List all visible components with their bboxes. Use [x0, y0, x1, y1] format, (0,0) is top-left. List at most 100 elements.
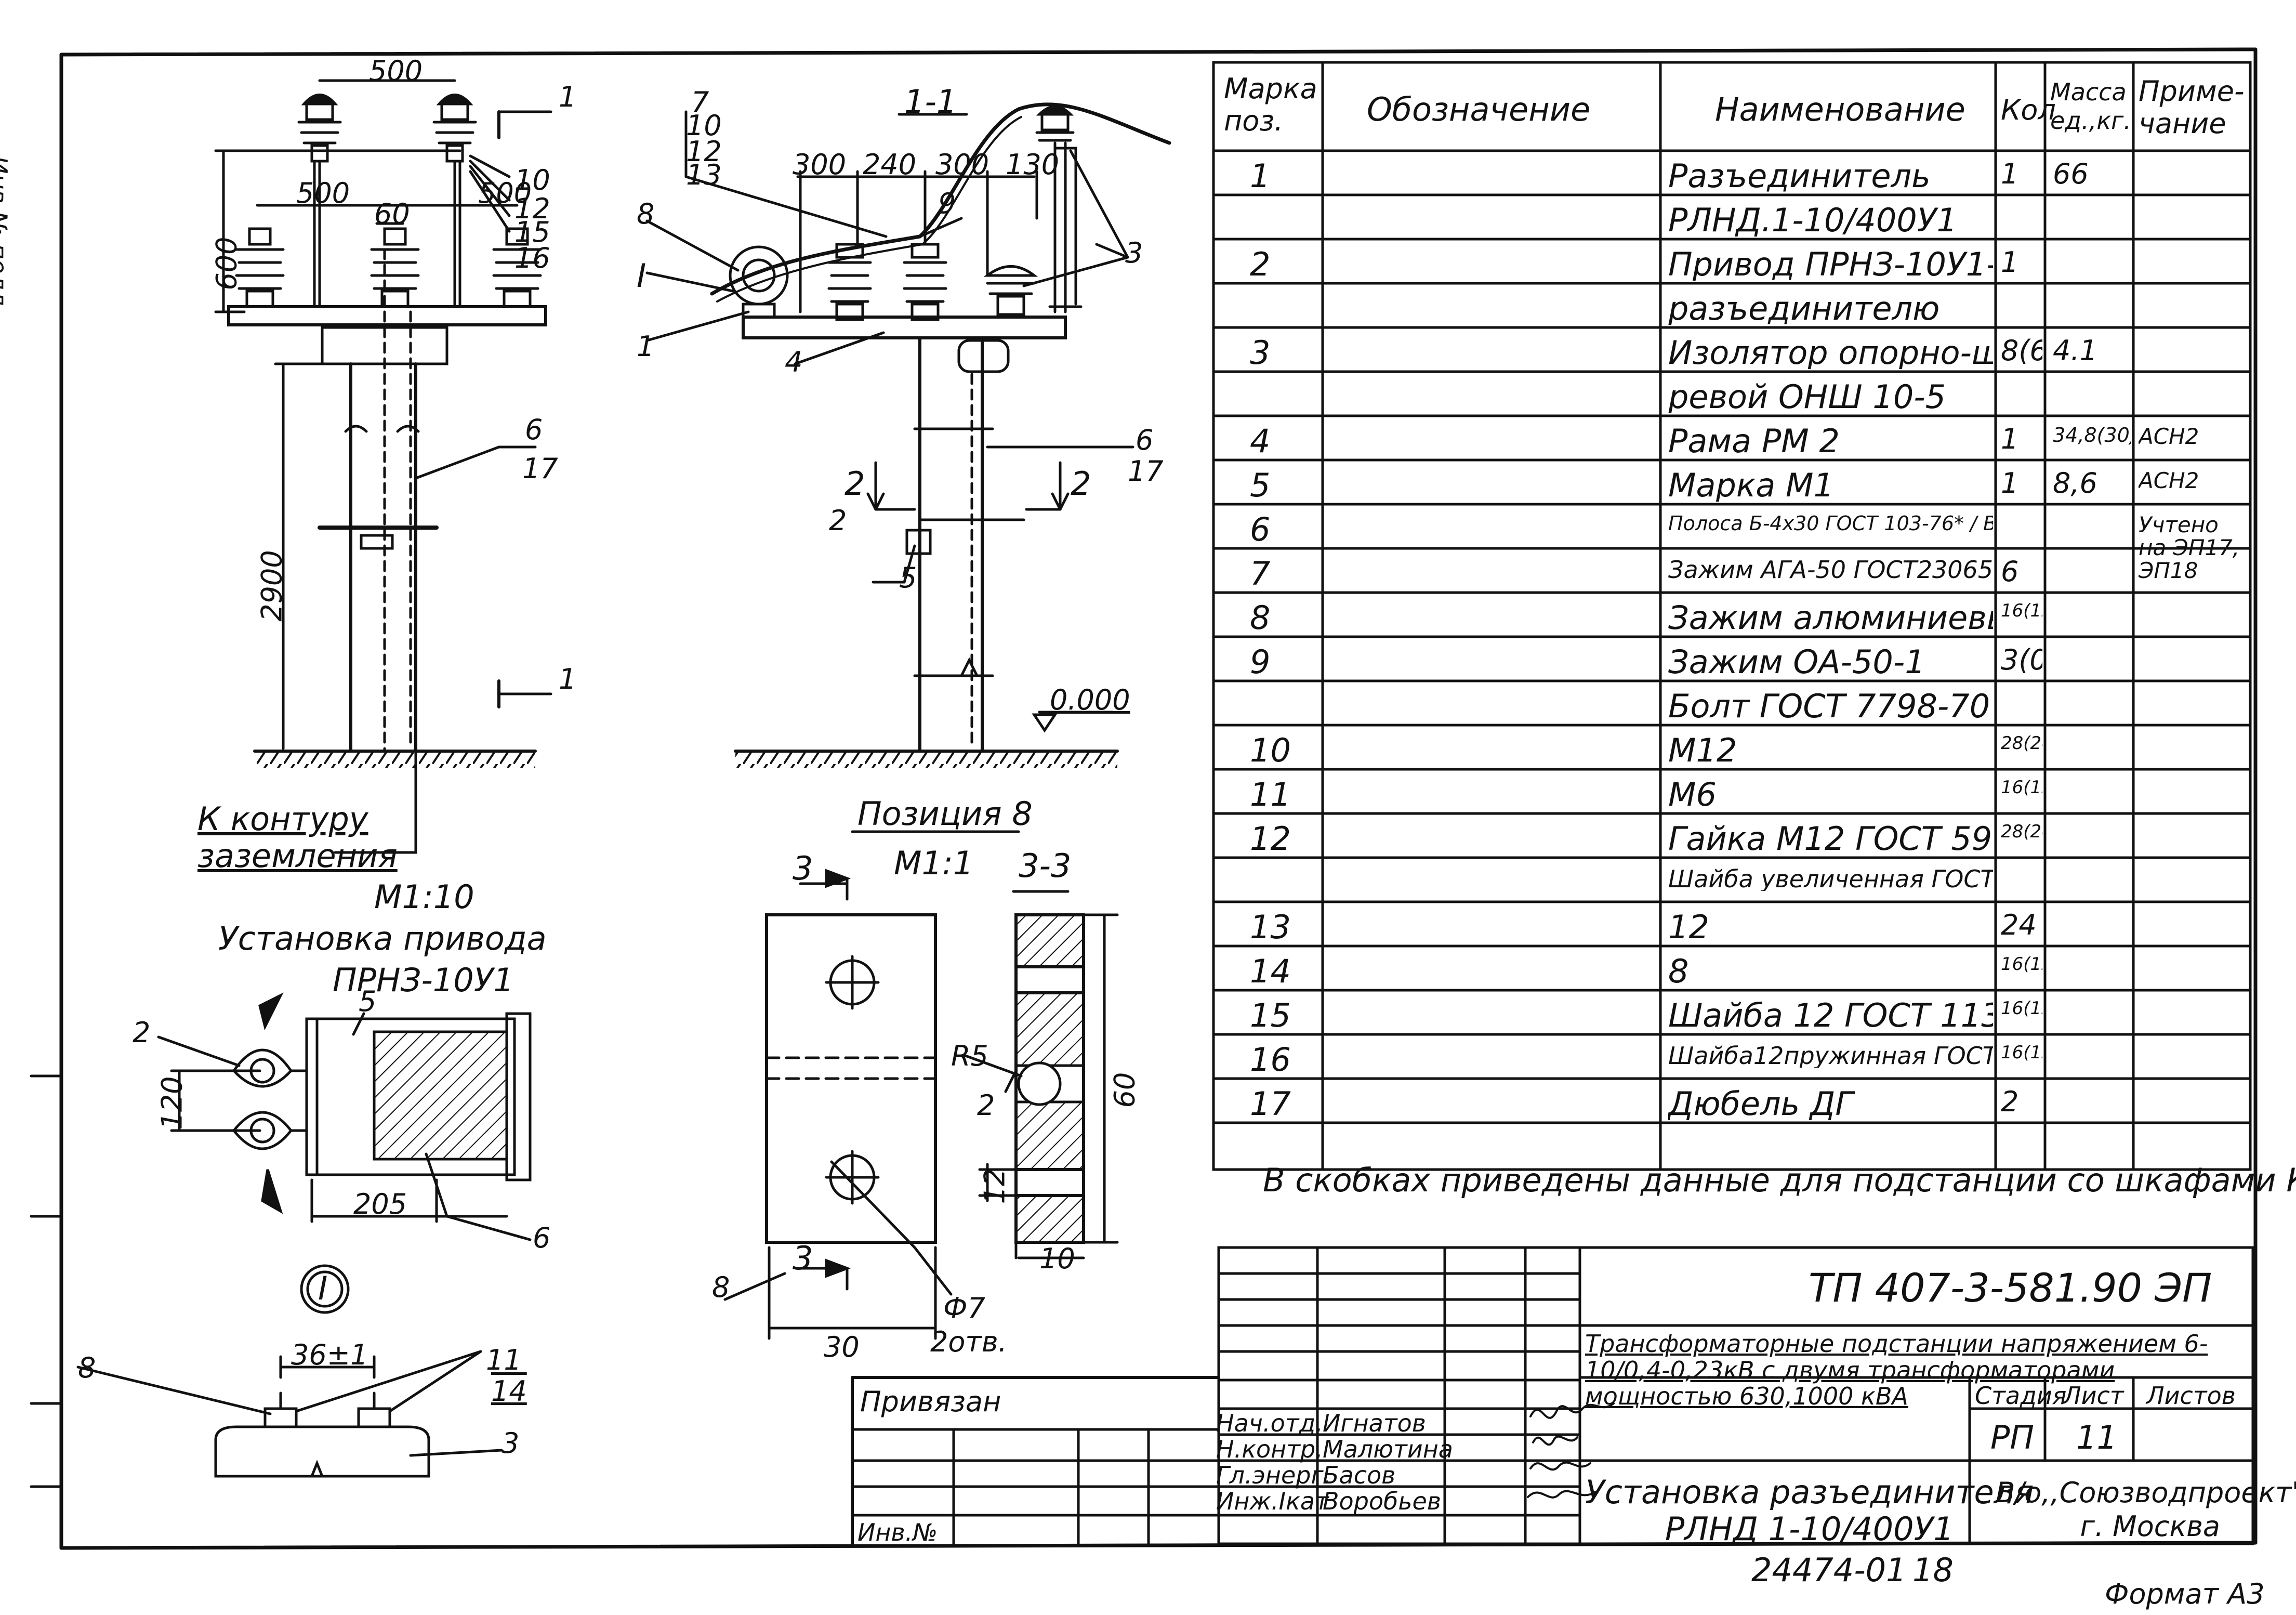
spec-header-mass: Масса ед.,кг. [2050, 78, 2131, 135]
callout-1c: 1 [637, 330, 655, 363]
sheet-value: 11 [2076, 1419, 2117, 1456]
footer-page: 18 [1912, 1551, 1954, 1589]
spec-cell-pos: 5 [1250, 469, 1271, 502]
callout-10b: 10 [686, 109, 722, 142]
spec-cell-pos: 8 [1250, 602, 1271, 634]
spec-cell-pos: 16 [1250, 1044, 1291, 1076]
spec-footnote: В скобках приведены данные для подстанци… [1263, 1161, 2296, 1199]
lower-insulator-middle [370, 227, 420, 308]
spec-cell-qty: 16(12) [2001, 602, 2042, 620]
spec-cell-name: ревой ОНШ 10-5 [1668, 381, 1946, 413]
spec-cell-name: РЛНД.1-10/400У1 [1668, 204, 1957, 237]
dim-2otv: 2отв. [930, 1325, 1007, 1358]
spec-cell-qty: 6 [2001, 558, 2019, 586]
pos8-title: Позиция 8 [857, 795, 1033, 833]
dim-500-top: 500 [369, 55, 423, 87]
callout-17: 17 [522, 452, 558, 485]
spec-cell-name: Шайба увеличенная ГОСТ6958-78* [1668, 867, 1993, 891]
spec-cell-name: Зажим ОА-50-1 [1668, 646, 1925, 678]
name-3: Басов [1323, 1461, 1396, 1489]
callout-12b: 12 [686, 135, 722, 168]
stage-header: Стадия [1975, 1382, 2067, 1410]
detail-I-label: I [318, 1269, 328, 1307]
title-block-grid [851, 1246, 2254, 1545]
spec-cell-qty: 24 [2001, 911, 2037, 939]
spec-cell-mass: 34,8(30) [2053, 425, 2131, 445]
role-4: Инж.Iкат [1216, 1487, 1329, 1515]
spec-cell-name: Гайка М12 ГОСТ 5915-70* [1668, 823, 1993, 855]
dim-500-right: 500 [478, 177, 532, 209]
callout-15: 15 [514, 216, 550, 248]
section-3-3-title: 3-3 [1019, 847, 1072, 885]
spec-cell-name: 12 [1668, 911, 1709, 943]
spec-header-qty: Кол [2001, 94, 2056, 126]
callout-I: I [637, 257, 646, 295]
spec-header-note: Приме- чание [2139, 75, 2245, 140]
callout-4: 4 [785, 346, 803, 378]
dim-phi7: Ф7 [943, 1292, 985, 1324]
dim-600: 600 [210, 237, 243, 291]
spec-cell-name: Разъединитель [1668, 160, 1931, 192]
role-1: Нач.отд. [1216, 1409, 1323, 1437]
callout-12: 12 [514, 192, 550, 225]
role-3: Гл.энерг. [1216, 1461, 1331, 1489]
callout-6b: 6 [1136, 424, 1154, 456]
spec-cell-name: 8 [1668, 955, 1689, 988]
sheet-frame [30, 47, 2258, 1550]
lower-insulator-right [492, 227, 542, 308]
callout-1a: 1 [559, 81, 577, 113]
spec-cell-name: М12 [1668, 734, 1737, 767]
footer-number: 24474-01 [1751, 1551, 1907, 1589]
dim-2: 2 [977, 1089, 995, 1122]
spec-cell-qty: 1 [2001, 425, 2019, 453]
scale-1-10: М1:10 [374, 878, 474, 916]
callout-13: 13 [686, 159, 722, 191]
section-3-3 [962, 890, 1119, 1259]
sheets-header: Листов [2146, 1382, 2236, 1410]
spec-cell-name: Рама РМ 2 [1668, 425, 1840, 457]
section-mark-3-top: 3 [793, 849, 813, 887]
drive-model: ПРНЗ-10У1 [333, 961, 514, 999]
callout-6: 6 [525, 413, 543, 446]
spec-cell-qty: 3(0) [2001, 646, 2042, 674]
detail-I-marker [300, 1264, 350, 1314]
side-insulator-a [827, 243, 872, 321]
upper-insulator-left [297, 94, 342, 163]
spec-cell-pos: 3 [1250, 337, 1271, 369]
scale-1-1: М1:1 [894, 844, 974, 882]
spec-cell-qty: 1 [2001, 160, 2019, 188]
spec-cell-pos: 14 [1250, 955, 1291, 988]
spec-cell-qty: 16(12) [2001, 955, 2042, 973]
section-mark-3-bottom: 3 [793, 1239, 813, 1277]
spec-cell-note: АСН2 [2139, 425, 2199, 449]
signatures [1527, 1402, 1615, 1499]
callout-drive-6: 6 [533, 1222, 551, 1254]
callout-7: 7 [691, 86, 709, 119]
side-insulator-c [983, 265, 1038, 316]
project-title: Трансформаторные подстанции напряжением … [1585, 1330, 2208, 1411]
callout-pos-8: 8 [712, 1271, 730, 1304]
dim-12: 12 [978, 1168, 1011, 1204]
spec-cell-name: разъединителю [1668, 293, 1940, 325]
footer-format: Формат А3 [2105, 1578, 2265, 1610]
callout-drive-5: 5 [359, 985, 377, 1018]
ground-level: 0.000 [1050, 684, 1130, 716]
front-view [214, 79, 552, 854]
spec-cell-name: Привод ПРНЗ-10У1-К [1668, 248, 1993, 281]
dim-120: 120 [155, 1076, 189, 1130]
spec-cell-pos: 4 [1250, 425, 1271, 457]
spec-cell-pos: 11 [1250, 779, 1291, 811]
dim-60b: 60 [1108, 1072, 1141, 1108]
dim-60: 60 [374, 198, 410, 230]
name-2: Малютина [1323, 1435, 1453, 1463]
dim-300b: 300 [935, 148, 989, 181]
drive-title: Установка привода [218, 920, 547, 957]
callout-8: 8 [637, 198, 655, 230]
spec-header-name: Наименование [1715, 90, 1965, 128]
dim-r5: R5 [951, 1040, 988, 1072]
dim-130: 130 [1006, 148, 1060, 181]
dim-10: 10 [1039, 1242, 1075, 1275]
dim-500-left: 500 [296, 177, 350, 209]
dim-300a: 300 [793, 148, 847, 181]
